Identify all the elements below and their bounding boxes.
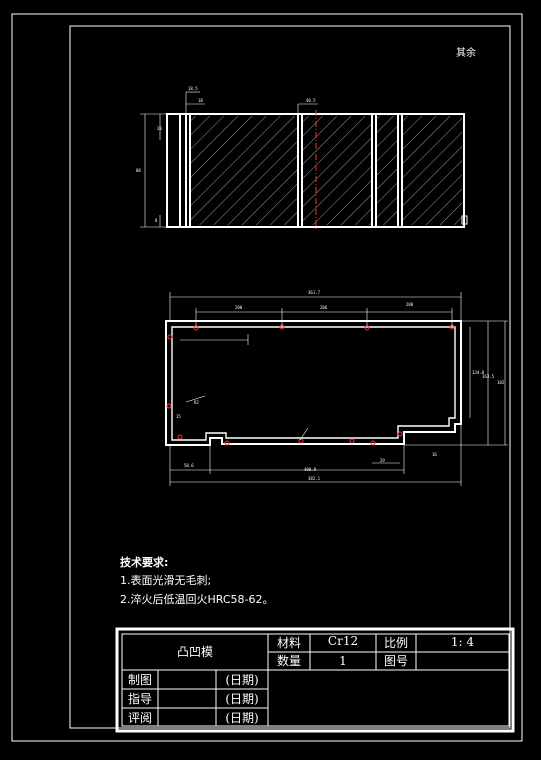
sheet-outer-border [11, 13, 523, 742]
top-view: 18.5 18 40.5 20 88 8 [136, 86, 468, 230]
guided-date-label: (日期) [225, 692, 259, 706]
reviewed-date-label: (日期) [225, 711, 259, 725]
dim-top-6: 8 [155, 218, 158, 223]
dim-plan-seg-b: 206 [320, 305, 328, 310]
reviewed-by-label: 评阅 [127, 711, 152, 725]
dim-top-5: 88 [136, 168, 141, 173]
guided-by-label: 指导 [127, 692, 152, 706]
dim-plan-right-3: 182 [497, 380, 505, 385]
drawing-number-label: 图号 [383, 654, 408, 668]
material-label: 材料 [276, 636, 301, 650]
hatch-region-3 [376, 116, 398, 225]
dim-plan-bottom-left: 58.6 [184, 463, 194, 468]
dim-top-4: 20 [157, 126, 162, 131]
dim-plan-overall: 361.7 [308, 290, 321, 295]
drawn-date-label: (日期) [225, 673, 259, 687]
hatch-region-1 [190, 116, 298, 225]
quantity-label: 数量 [276, 654, 301, 668]
dim-plan-right-small: 16 [432, 452, 437, 457]
dim-plan-bottom-small: 29 [380, 458, 385, 463]
tech-req-line-1: 1.表面光滑无毛刺; [120, 574, 212, 587]
dim-plan-bottom-total: 382.1 [308, 476, 321, 481]
dim-plan-seg-c: 200 [406, 302, 414, 307]
scale-label: 比例 [383, 636, 408, 650]
tech-req-line-2: 2.淬火后低温回火HRC58-62。 [120, 593, 274, 606]
top-notch [461, 215, 468, 225]
part-name: 凸凹模 [176, 645, 213, 659]
plan-holes [166, 324, 455, 446]
quantity-value: 1 [339, 654, 347, 668]
dim-plan-diag: R2 [194, 400, 199, 405]
hatch-region-4 [402, 116, 462, 225]
dim-top-1: 18.5 [188, 86, 198, 91]
hatch-region-2 [302, 116, 372, 225]
dim-plan-right-2: 163.5 [482, 374, 495, 379]
sheet-inner-frame [69, 25, 511, 729]
dim-plan-right-1: 134.8 [472, 370, 485, 375]
plan-view: 361.7 200 206 200 134.8 163.5 182 15 R2 … [165, 290, 508, 486]
dim-top-2: 18 [198, 98, 203, 103]
dim-top-3: 40.5 [306, 98, 316, 103]
material-value: Cr12 [327, 634, 359, 648]
dim-plan-bottom-mid: 400.9 [304, 467, 317, 472]
tech-req-title: 技术要求: [120, 556, 169, 569]
dim-plan-left: 15 [176, 414, 181, 419]
dim-plan-seg-a: 200 [235, 305, 243, 310]
surface-finish-note: 其余 [456, 48, 476, 59]
plan-outline-inner [171, 326, 456, 441]
title-block-grid [115, 627, 515, 733]
drawn-by-label: 制图 [127, 673, 152, 687]
scale-value: 1: 4 [450, 635, 475, 649]
